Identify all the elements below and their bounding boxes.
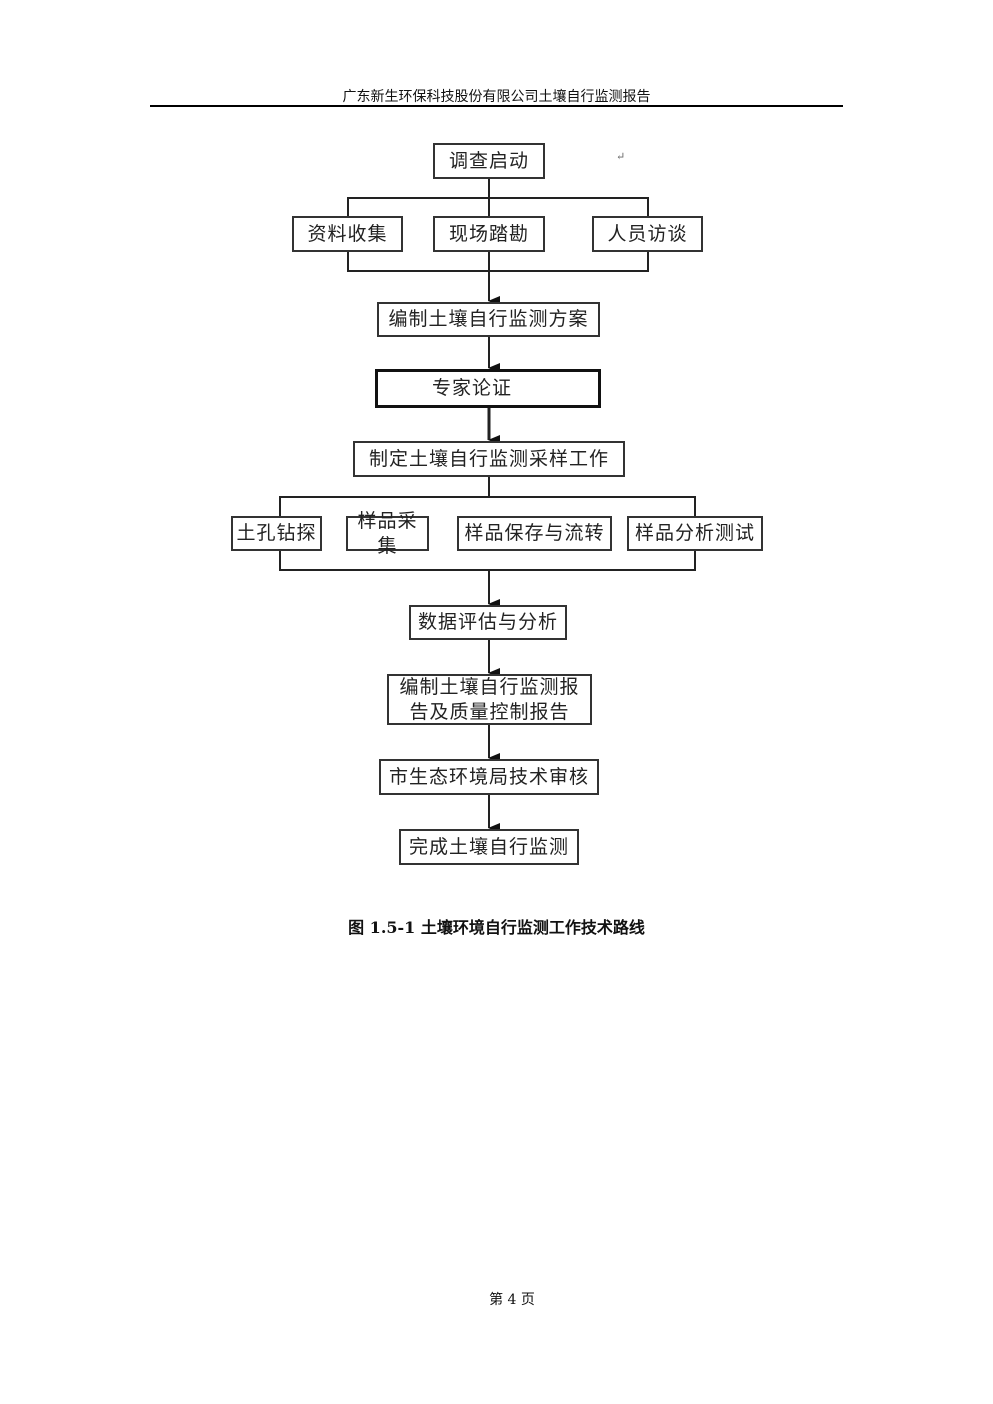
flow-step-interviews: 人员访谈 <box>592 216 703 252</box>
bracket-bottom-1 <box>347 252 649 272</box>
header-rule <box>150 105 843 107</box>
figure-caption: 图 1.5-1 土壤环境自行监测工作技术路线 <box>348 918 645 937</box>
flow-step-sampling-plan: 制定土壤自行监测采样工作 <box>353 441 625 477</box>
flow-step-site-survey: 现场踏勘 <box>433 216 545 252</box>
bracket-bottom-2 <box>279 551 696 571</box>
flow-step-expert-review: 专家论证 <box>375 369 601 408</box>
page-number: 第 4 页 <box>489 1292 535 1308</box>
flow-step-report: 编制土壤自行监测报 告及质量控制报告 <box>387 674 592 725</box>
flow-step-sample-analysis: 样品分析测试 <box>627 516 763 551</box>
flow-step-audit: 市生态环境局技术审核 <box>379 759 599 795</box>
flow-step-sample-collection: 样品采集 <box>346 510 429 557</box>
flow-step-sample-storage: 样品保存与流转 <box>457 516 612 551</box>
flow-step-finish: 完成土壤自行监测 <box>399 829 579 865</box>
paragraph-mark: ↵ <box>616 150 626 163</box>
flow-step-drilling: 土孔钻探 <box>231 516 322 551</box>
bracket-top-1 <box>347 197 649 216</box>
report-line-1: 编制土壤自行监测报 <box>399 675 580 698</box>
bracket-top-2 <box>279 496 696 516</box>
report-line-2: 告及质量控制报告 <box>409 700 570 723</box>
flow-step-data-collection: 资料收集 <box>292 216 403 252</box>
page-header: 广东新生环保科技股份有限公司土壤自行监测报告 <box>342 89 651 105</box>
flow-step-start: 调查启动 <box>433 143 545 179</box>
flow-step-evaluation: 数据评估与分析 <box>409 605 567 640</box>
flow-step-plan: 编制土壤自行监测方案 <box>377 302 600 337</box>
